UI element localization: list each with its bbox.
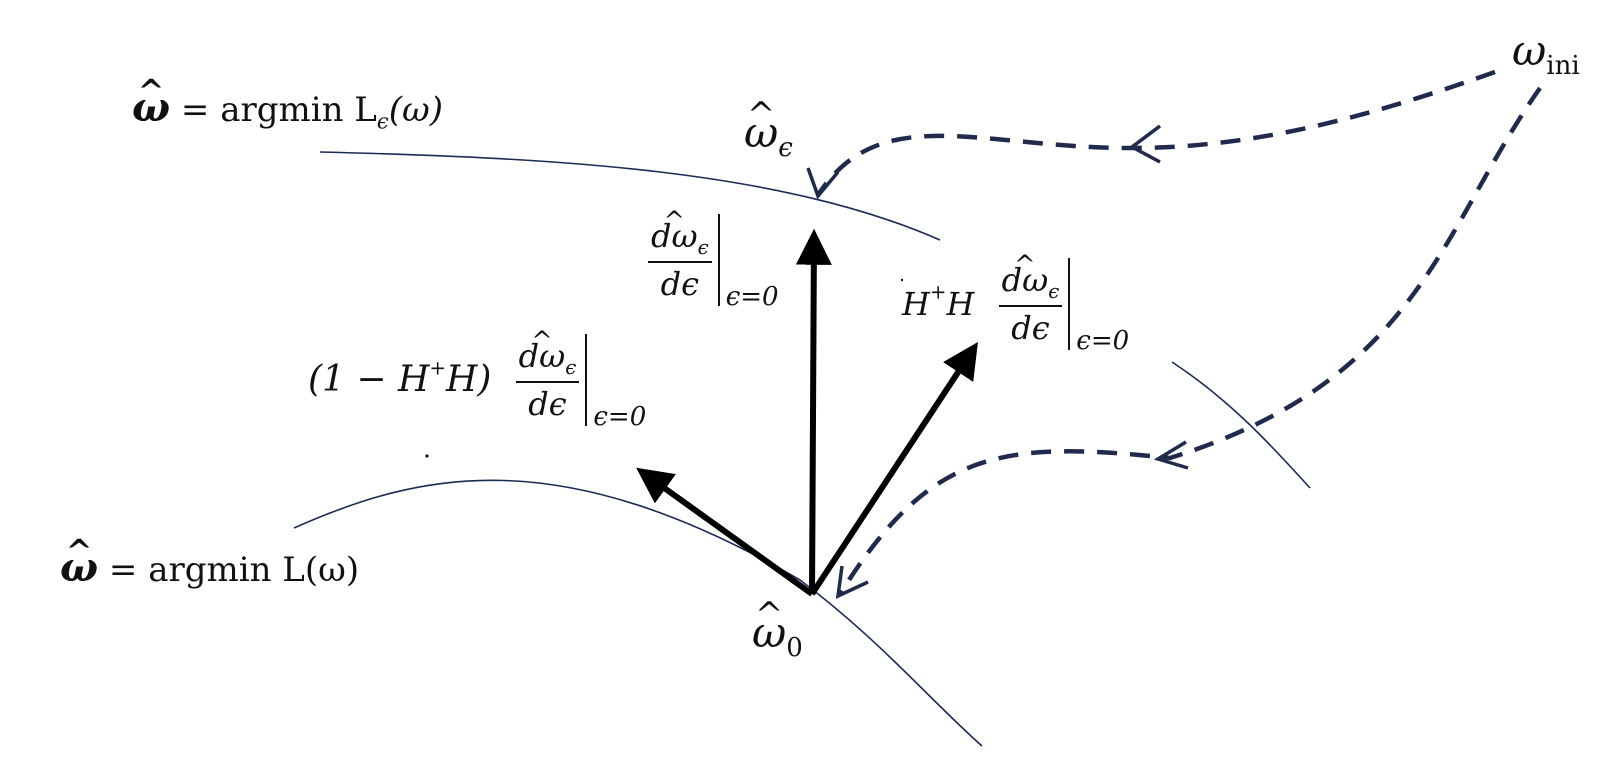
projector-h-end: H	[946, 285, 975, 323]
arrow-left	[636, 467, 814, 597]
w0-symbol: ω	[752, 612, 786, 654]
projector-sup: +	[929, 280, 947, 304]
frac-den: dϵ	[648, 260, 712, 300]
eval-point: ϵ=0	[725, 282, 779, 312]
derivative-right-label: H+H dωϵ dϵ ϵ=0	[902, 258, 1130, 354]
omega-hat-symbol: ω	[60, 548, 98, 588]
frac-num-sub: ϵ	[697, 236, 709, 260]
frac-num: dω	[651, 220, 698, 252]
derivative-vertical-label: dωϵ dϵ ϵ=0	[648, 214, 780, 310]
evaluation-bar: ϵ=0	[1068, 258, 1130, 354]
frac-num-sub: ϵ	[565, 356, 577, 380]
bottom-curve-label: ω = argmin L(ω)	[60, 548, 359, 588]
evaluation-bar: ϵ=0	[717, 214, 780, 310]
top-curve-arg: (ω)	[388, 90, 443, 130]
w-eps-symbol: ω	[744, 112, 778, 154]
dashed-path-to-w0	[838, 86, 1542, 596]
top-curve-label: ω = argmin Lϵ(ω)	[132, 88, 443, 134]
w0-label: ω0	[752, 612, 803, 664]
complement-projector: (1 − H	[308, 359, 430, 400]
top-curve-sub: ϵ	[376, 108, 389, 134]
projector-h: H	[902, 285, 930, 323]
frac-num: dω	[519, 340, 566, 372]
complement-sup: +	[429, 356, 447, 380]
w-ini-symbol: ω	[1512, 26, 1547, 75]
derivative-left-label: (1 − H+H) dωϵ dϵ ϵ=0	[308, 334, 647, 430]
complement-end: H)	[446, 359, 492, 400]
chevron-arrow-top-right	[1128, 124, 1162, 164]
right-manifold-curve	[1171, 361, 1311, 489]
derivative-fraction: dωϵ dϵ	[998, 264, 1063, 344]
frac-den: dϵ	[515, 380, 580, 420]
derivative-fraction: dωϵ dϵ	[648, 220, 712, 300]
omega-hat-symbol: ω	[132, 88, 170, 128]
dot-mark	[425, 454, 429, 458]
arrow-vertical	[795, 228, 832, 595]
w-ini-label: ωini	[1512, 30, 1580, 82]
frac-num: dω	[1002, 264, 1049, 296]
dot-mark	[900, 278, 904, 282]
bottom-curve-eq: = argmin L(ω)	[98, 550, 360, 590]
derivative-fraction: dωϵ dϵ	[515, 340, 580, 420]
eval-point: ϵ=0	[593, 402, 647, 432]
chevron-arrow-w0	[835, 565, 869, 599]
chevron-arrow-w-eps	[806, 167, 840, 200]
top-manifold-curve	[319, 151, 941, 241]
evaluation-bar: ϵ=0	[585, 334, 647, 430]
frac-num-sub: ϵ	[1048, 280, 1060, 304]
arrow-right	[809, 341, 978, 596]
frac-den: dϵ	[998, 304, 1063, 344]
bottom-manifold-curve	[293, 479, 983, 747]
chevron-arrow-bottom-right	[1153, 440, 1189, 470]
w0-sub: 0	[786, 633, 803, 664]
w-ini-sub: ini	[1546, 51, 1580, 82]
w-eps-label: ωϵ	[744, 112, 793, 164]
w-eps-sub: ϵ	[778, 133, 793, 164]
top-curve-eq: = argmin L	[170, 90, 377, 130]
dashed-path-to-w-eps	[816, 69, 1496, 197]
eval-point: ϵ=0	[1076, 326, 1130, 356]
